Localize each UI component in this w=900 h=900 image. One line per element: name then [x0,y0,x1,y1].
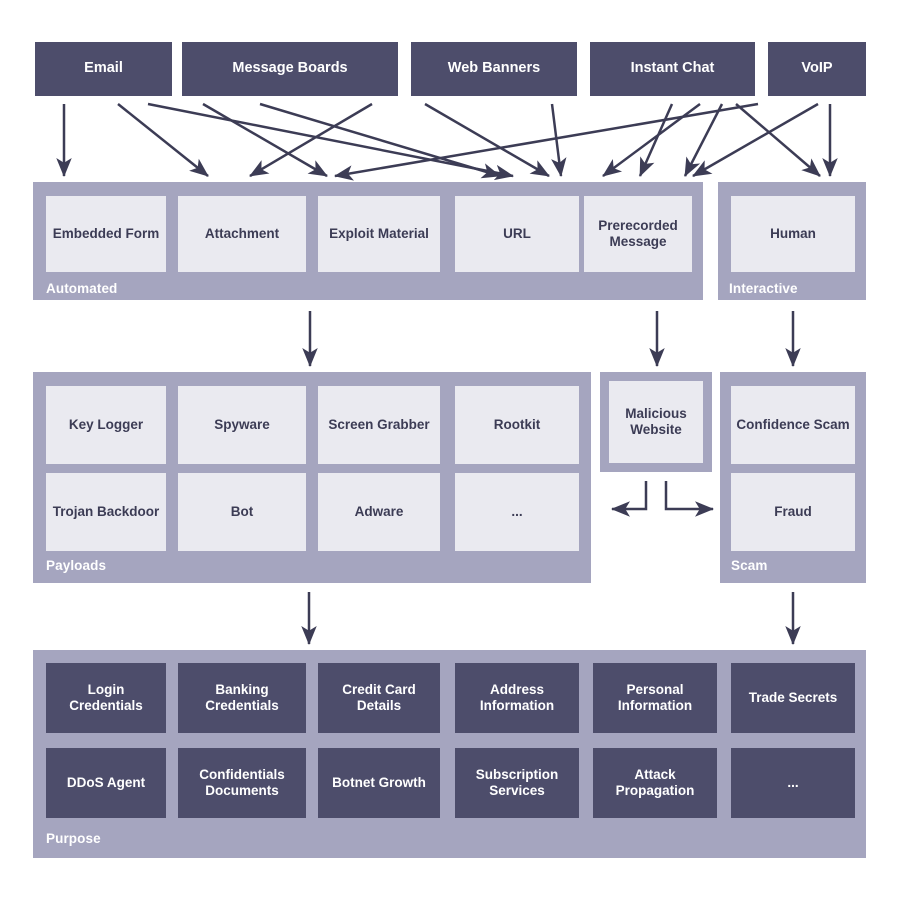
purpose-box-confidentials-documents[interactable]: Confidentials Documents [178,748,306,818]
vector-label: Web Banners [447,60,541,77]
payload-box-key-logger[interactable]: Key Logger [46,386,166,464]
delivery-box-human[interactable]: Human [731,196,855,272]
arrow-instant-chat-to-attachment [334,102,759,181]
mechanism-label: Malicious Website [625,405,687,437]
purpose-label: Personal Information [617,681,693,713]
purpose-label: ... [787,774,799,790]
arrow-message-boards-to-exploit-material [249,102,373,178]
group-label-automated: Automated [46,281,118,296]
payload-label: ... [511,503,523,519]
payload-label: Trojan Backdoor [52,503,160,519]
payload-label: Rootkit [493,416,541,432]
delivery-label: Attachment [204,225,280,241]
arrow-instant-chat-to-url [602,102,701,178]
delivery-label: URL [503,225,531,241]
payload-label: Adware [354,503,404,519]
payload-box-ellipsis[interactable]: ... [455,473,579,551]
delivery-label: Prerecorded Message [598,217,678,249]
group-label-interactive: Interactive [729,281,798,296]
payload-box-bot[interactable]: Bot [178,473,306,551]
scam-label: Fraud [774,503,812,519]
vector-box-voip[interactable]: VoIP [768,42,866,96]
payload-box-trojan-backdoor[interactable]: Trojan Backdoor [46,473,166,551]
group-label-payloads: Payloads [46,558,107,573]
purpose-label: Credit Card Details [342,681,416,713]
scam-box-fraud[interactable]: Fraud [731,473,855,551]
arrow-message-boards-to-exploit [202,102,328,178]
arrow-malicious-website-to-payloads [610,481,648,517]
payload-label: Screen Grabber [328,416,430,432]
vector-box-instant-chat[interactable]: Instant Chat [590,42,755,96]
purpose-label: Banking Credentials [205,681,279,713]
vector-box-email[interactable]: Email [35,42,172,96]
purpose-box-subscription-services[interactable]: Subscription Services [455,748,579,818]
purpose-box-address-information[interactable]: Address Information [455,663,579,733]
purpose-label: Trade Secrets [748,689,838,705]
payload-label: Bot [230,503,254,519]
delivery-label: Human [770,225,816,241]
arrow-instant-chat-to-prerecorded [638,103,674,177]
payload-label: Spyware [214,416,270,432]
purpose-box-banking-credentials[interactable]: Banking Credentials [178,663,306,733]
arrow-email-to-url [147,102,514,181]
group-purpose [33,650,866,858]
vector-label: Email [84,60,123,77]
purpose-box-credit-card-details[interactable]: Credit Card Details [318,663,440,733]
payload-box-rootkit[interactable]: Rootkit [455,386,579,464]
group-label-purpose: Purpose [46,831,101,846]
purpose-box-trade-secrets[interactable]: Trade Secrets [731,663,855,733]
vector-label: Message Boards [232,60,348,77]
purpose-label: Address Information [479,681,555,713]
vector-box-message-boards[interactable]: Message Boards [182,42,398,96]
arrow-voip-to-prerecorded [692,102,819,178]
mechanism-box-malicious-website[interactable]: Malicious Website [609,381,703,463]
purpose-label: Botnet Growth [332,774,426,790]
scam-box-confidence-scam[interactable]: Confidence Scam [731,386,855,464]
arrow-web-banners-to-prerecorded-message [550,103,567,177]
arrow-instant-chat-to-human [683,103,724,177]
purpose-box-login-credentials[interactable]: Login Credentials [46,663,166,733]
arrow-web-banners-to-url [424,102,550,178]
arrow-malicious-website-to-scam [664,481,715,517]
delivery-box-prerecorded-message[interactable]: Prerecorded Message [584,196,692,272]
payload-box-adware[interactable]: Adware [318,473,440,551]
purpose-label: Login Credentials [69,681,143,713]
payload-box-spyware[interactable]: Spyware [178,386,306,464]
group-label-scam: Scam [731,558,768,573]
purpose-label: Confidentials Documents [199,766,285,798]
purpose-box-botnet-growth[interactable]: Botnet Growth [318,748,440,818]
purpose-box-personal-information[interactable]: Personal Information [593,663,717,733]
payload-box-screen-grabber[interactable]: Screen Grabber [318,386,440,464]
delivery-box-exploit-material[interactable]: Exploit Material [318,196,440,272]
arrow-instant-chat-cross-to-human [735,103,821,177]
purpose-label: DDoS Agent [66,774,146,790]
purpose-label: Attack Propagation [615,766,695,798]
purpose-box-ddos-agent[interactable]: DDoS Agent [46,748,166,818]
purpose-box-attack-propagation[interactable]: Attack Propagation [593,748,717,818]
delivery-box-url[interactable]: URL [455,196,579,272]
vector-box-web-banners[interactable]: Web Banners [411,42,577,96]
arrow-message-boards-to-prerecorded [259,102,501,179]
purpose-box-ellipsis[interactable]: ... [731,748,855,818]
vector-label: Instant Chat [630,60,715,77]
purpose-label: Subscription Services [475,766,559,798]
delivery-label: Embedded Form [52,225,160,241]
payload-label: Key Logger [68,416,144,432]
arrow-email-to-attachment [117,103,209,177]
delivery-box-embedded-form[interactable]: Embedded Form [46,196,166,272]
scam-label: Confidence Scam [736,416,850,432]
vector-label: VoIP [801,60,833,77]
delivery-label: Exploit Material [329,225,429,241]
delivery-box-attachment[interactable]: Attachment [178,196,306,272]
